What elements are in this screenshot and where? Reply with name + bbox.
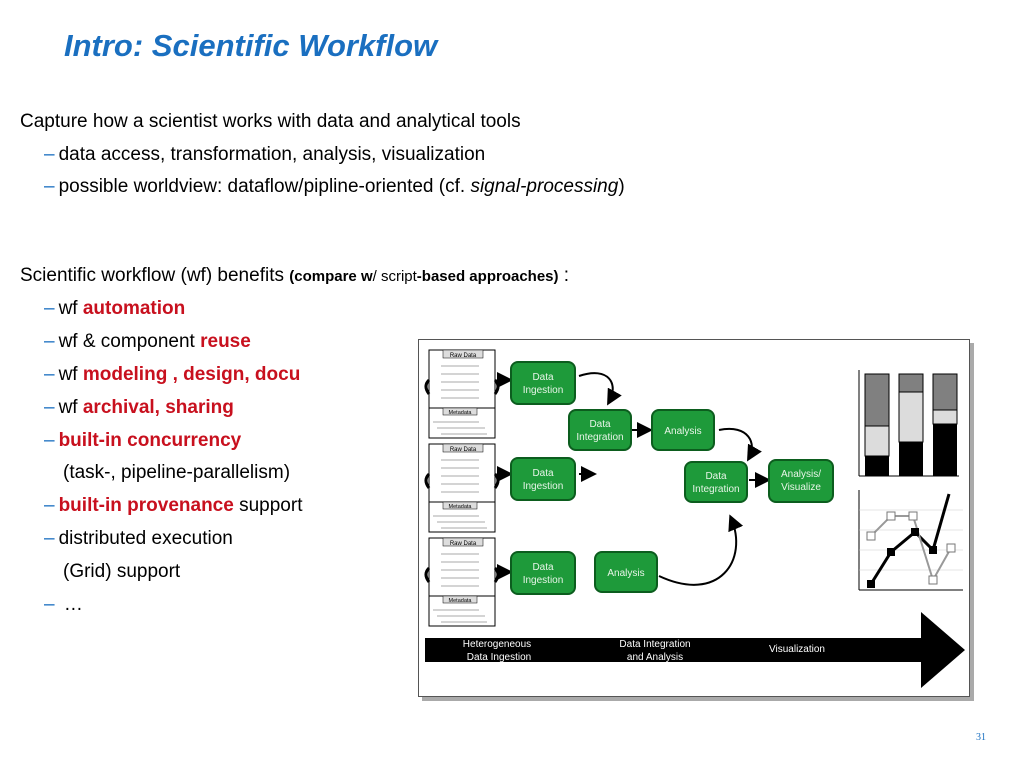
raw-data-label: Raw Data (450, 541, 477, 547)
raw-data-label: Raw Data (450, 447, 477, 453)
heading-text: Scientific workflow (wf) benefits (20, 265, 290, 286)
section2-heading: Scientific workflow (wf) benefits (compa… (20, 265, 569, 287)
dash: – (44, 144, 55, 165)
section1-heading: Capture how a scientist works with data … (20, 111, 521, 132)
node-data-ingestion-3: Data Ingestion (510, 551, 576, 595)
node-analysis-1: Analysis (651, 409, 715, 451)
node-label: Analysis (607, 568, 644, 579)
bullet-text: wf & component (58, 331, 201, 352)
bullet-highlight: reuse (200, 331, 251, 352)
node-data-ingestion-2: Data Ingestion (510, 457, 576, 501)
connector-arrows (497, 372, 771, 586)
bullet-emphasis: signal-processing (470, 176, 619, 197)
raw-data-label: Raw Data (450, 353, 477, 359)
stage-label: Data Integration (619, 639, 690, 650)
node-analysis-2: Analysis (594, 551, 658, 593)
process-arrow: Heterogeneous Data Ingestion Data Integr… (425, 612, 965, 688)
raw-data-stack-3: Raw Data Metadata (424, 537, 500, 627)
workflow-diagram: Raw Data Metadata Raw Data Metadat (424, 349, 965, 688)
node-label: Data (705, 471, 727, 482)
stacked-bar-thumbnail (858, 370, 959, 477)
bullet-text: wf (58, 298, 83, 319)
benefit-archival: –wf archival, sharing (44, 397, 234, 419)
benefit-distributed: –distributed execution (44, 528, 233, 550)
node-data-integration-2: Data Integration (684, 461, 748, 503)
stage-label: and Analysis (627, 652, 683, 663)
bullet-text: … (58, 594, 83, 615)
bullet-text: wf (58, 397, 83, 418)
node-data-integration-1: Data Integration (568, 409, 632, 451)
node-label: Analysis/ (781, 469, 821, 480)
stage-label: Data Ingestion (467, 652, 532, 663)
node-label: Data (532, 562, 554, 573)
benefit-concurrency-cont: (task-, pipeline-parallelism) (63, 462, 291, 483)
benefit-modeling: –wf modeling , design, docu (44, 364, 300, 386)
dash: – (44, 430, 55, 451)
node-label: Integration (576, 432, 623, 443)
metadata-label: Metadata (449, 410, 473, 416)
dash: – (44, 528, 55, 549)
section1-bullet-2: –possible worldview: dataflow/pipline-or… (44, 176, 625, 198)
benefit-distributed-cont: (Grid) support (63, 561, 181, 582)
bullet-highlight: automation (82, 298, 186, 319)
dash: – (44, 397, 55, 418)
bullet-highlight: built-in provenance (58, 495, 234, 516)
node-label: Data (532, 468, 554, 479)
workflow-figure: Raw Data Metadata Raw Data Metadat (418, 339, 970, 697)
benefit-provenance: –built-in provenance support (44, 495, 302, 517)
node-analysis-visualize: Analysis/ Visualize (768, 459, 834, 503)
heading-approaches: -based approaches) (416, 268, 559, 285)
benefit-concurrency: –built-in concurrency (44, 430, 241, 452)
heading-colon: : (558, 265, 570, 286)
node-data-ingestion-1: Data Ingestion (510, 361, 576, 405)
raw-data-stack-2: Raw Data Metadata (424, 443, 500, 533)
page-number: 31 (976, 732, 986, 743)
line-chart-thumbnail (858, 490, 963, 591)
bullet-text: support (233, 495, 303, 516)
bullet-text: wf (58, 364, 83, 385)
node-label: Data (532, 372, 554, 383)
heading-compare: (compare w (289, 268, 373, 285)
bullet-text-end: ) (618, 176, 625, 197)
bullet-highlight: built-in concurrency (58, 430, 242, 451)
dash: – (44, 176, 55, 197)
node-label: Analysis (664, 426, 701, 437)
benefit-automation: –wf automation (44, 298, 185, 320)
node-label: Visualize (781, 482, 821, 493)
dash: – (44, 364, 55, 385)
bullet-text: data access, transformation, analysis, v… (58, 144, 486, 165)
raw-data-stack-1: Raw Data Metadata (424, 349, 500, 439)
bullet-text: distributed execution (58, 528, 233, 549)
dash: – (44, 298, 55, 319)
heading-script: / script (372, 268, 417, 285)
dash: – (44, 594, 55, 615)
dash: – (44, 495, 55, 516)
slide-title: Intro: Scientific Workflow (64, 28, 438, 63)
stage-label: Visualization (769, 644, 825, 655)
stage-label: Heterogeneous (463, 639, 531, 650)
metadata-label: Metadata (449, 504, 473, 510)
node-label: Ingestion (523, 481, 564, 492)
dash: – (44, 331, 55, 352)
node-label: Ingestion (523, 385, 564, 396)
benefit-ellipsis: – … (44, 594, 83, 616)
node-label: Ingestion (523, 575, 564, 586)
bullet-highlight: archival, sharing (82, 397, 234, 418)
node-label: Data (589, 419, 611, 430)
metadata-label: Metadata (449, 598, 473, 604)
node-label: Integration (692, 484, 739, 495)
bullet-text: possible worldview: dataflow/pipline-ori… (58, 176, 471, 197)
section1-bullet-1: –data access, transformation, analysis, … (44, 144, 485, 166)
bullet-highlight: modeling , design, docu (82, 364, 301, 385)
benefit-reuse: –wf & component reuse (44, 331, 251, 353)
